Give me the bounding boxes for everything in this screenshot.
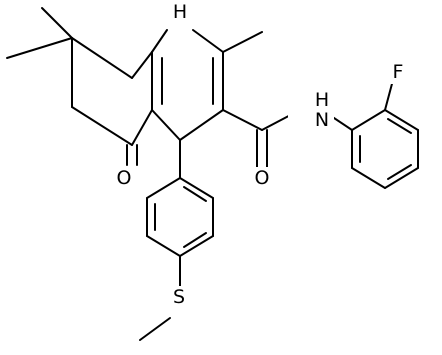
- bond-fp-inner-b: [387, 164, 412, 180]
- bond-c8a-n1: [151, 29, 168, 53]
- bond-s-methyl: [139, 317, 171, 341]
- atom-label-ring-nh: H: [173, 1, 187, 23]
- label-bg-amide-n: [288, 90, 334, 130]
- label-bg-sulfur: [170, 286, 188, 308]
- bond-c4-c4a: [151, 109, 181, 141]
- atom-label-fluorine: F: [393, 61, 404, 83]
- bond-c3-c4: [179, 109, 224, 141]
- atom-label-amide-o: O: [255, 167, 270, 189]
- atom-label-amide-h: H: [315, 89, 329, 111]
- bond-c2-methyl: [222, 31, 263, 53]
- bond-ph-inner-a: [183, 186, 207, 202]
- bond-fp-5-6: [351, 167, 386, 189]
- bond-fp-inner-a: [387, 118, 412, 134]
- bond-fp-2-3: [384, 109, 419, 131]
- bond-fp-4-5: [384, 167, 419, 189]
- bond-c3-camide: [222, 109, 263, 131]
- bond-ph-3-4: [179, 235, 214, 257]
- bond-c4a-c5: [131, 109, 153, 146]
- label-bg-ketone-o: [115, 167, 133, 189]
- label-bg-nh: [168, 0, 192, 22]
- bond-c6-c5: [71, 106, 133, 146]
- label-bg-amide-o: [253, 167, 271, 189]
- atom-labels: H H N O O F S: [115, 0, 407, 308]
- atom-label-amide-n: N: [315, 109, 329, 131]
- bond-n1-c2: [192, 29, 224, 53]
- bond-ph-6-1: [146, 177, 181, 199]
- bond-c8-c9: [131, 51, 153, 79]
- bond-ph-1-2: [179, 177, 214, 199]
- label-bg-fluorine: [389, 62, 407, 84]
- bond-c7-methyl-a: [41, 7, 73, 39]
- bond-lines: [6, 7, 419, 341]
- bond-fp-f: [384, 79, 394, 111]
- atom-label-ketone-o: O: [117, 167, 132, 189]
- bond-c7-c8-ch2: [71, 37, 133, 79]
- bond-ph-inner-b: [183, 232, 207, 248]
- bond-c7-methyl-b: [6, 37, 73, 59]
- bond-fp-1-2: [351, 109, 386, 131]
- bond-ph-4-5: [146, 235, 181, 257]
- atom-label-sulfur: S: [173, 286, 185, 308]
